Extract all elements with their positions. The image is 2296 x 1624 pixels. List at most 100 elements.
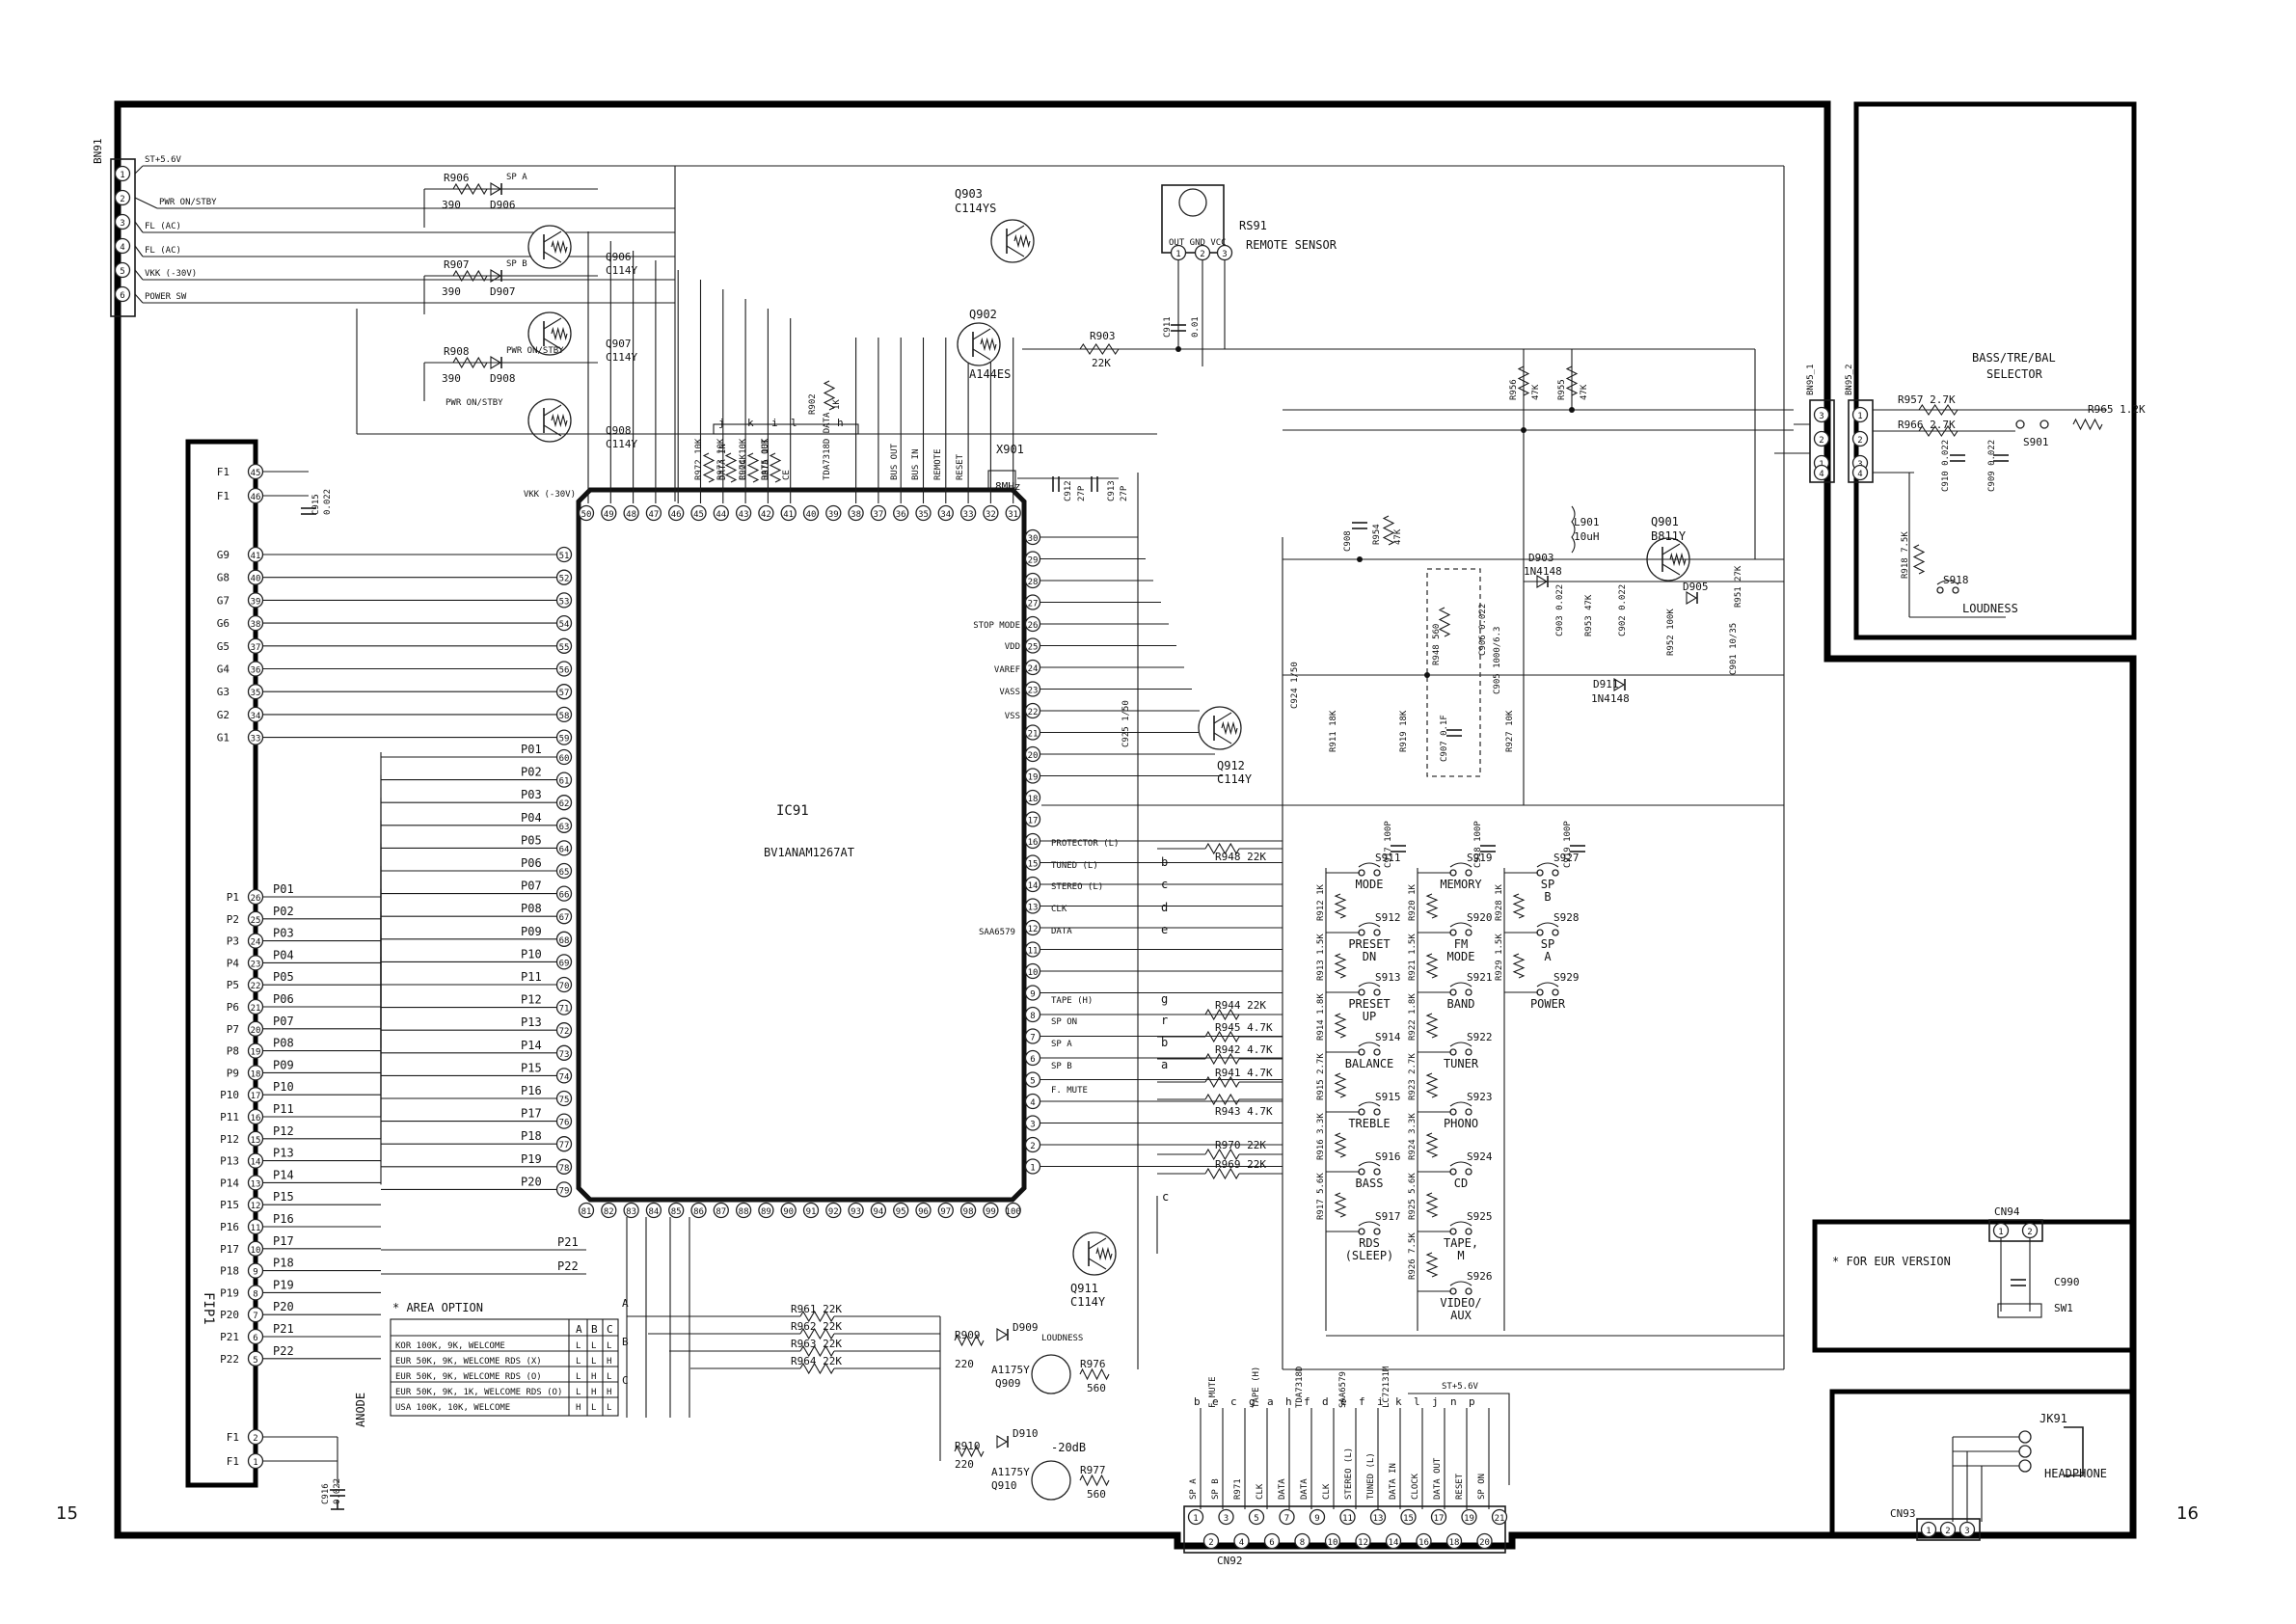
ic-top-pin <box>578 504 595 522</box>
fip-ic-label: P12 <box>521 993 542 1007</box>
resistor-symbol <box>769 452 782 483</box>
ic-right-pin <box>1024 572 1041 589</box>
fip-grid-label: G8 <box>217 572 230 584</box>
c912-label: C912 <box>1064 480 1073 501</box>
led-function-label: SP A <box>506 173 527 182</box>
fip-p-wire-label: P03 <box>273 927 294 940</box>
c907-label: C907 0.1F <box>1440 715 1449 762</box>
area-col-header: B <box>591 1323 598 1336</box>
fip-p-pin <box>247 1020 264 1037</box>
cn92-top-signal: TDA7318D <box>1295 1367 1305 1408</box>
switch-cap-label: C917 100P <box>1384 821 1393 868</box>
switch-S917 <box>1358 1221 1381 1227</box>
ic-bottom-pin <box>1005 1202 1021 1219</box>
pin-number: 20 <box>1028 751 1039 761</box>
d910-label: D910 <box>1013 1427 1039 1440</box>
r976-label: R976 <box>1080 1358 1106 1370</box>
cn92-bus-letter: k <box>1395 1395 1402 1408</box>
cn92-bus-letter: n <box>1450 1395 1457 1408</box>
q912-transistor <box>1213 712 1232 724</box>
area-row-value: L <box>591 1341 596 1351</box>
d910-diode <box>996 1435 1009 1448</box>
ic-top-pin <box>758 504 774 522</box>
switch-resistor-label: R926 7.5K <box>1408 1232 1418 1280</box>
r953-label: R953 47K <box>1584 594 1594 636</box>
bn91-net-label: VKK (-30V) <box>145 269 197 279</box>
fip-p-wire-label: P14 <box>273 1168 294 1181</box>
pin-number: 1 <box>1998 1228 2003 1237</box>
right-resistor-label: R943 4.7K <box>1215 1105 1273 1118</box>
fip-pin <box>247 487 264 504</box>
ic-bottom-pin <box>758 1202 774 1219</box>
junction-dot <box>1569 407 1575 413</box>
cn92-even-pin <box>1416 1532 1432 1550</box>
c903-label: C903 0.022 <box>1555 584 1565 636</box>
led-q-part: C114Y <box>606 351 637 364</box>
junction-dot <box>1521 427 1526 433</box>
ic-top-signal-label: DATA OUT <box>761 438 770 480</box>
ic-bottom-pin <box>848 1202 864 1219</box>
switch-resistor <box>1425 953 1439 979</box>
headphone-label: HEADPHONE <box>2044 1467 2107 1480</box>
fip-ic-label: P03 <box>521 788 542 801</box>
d909-diode <box>996 1328 1009 1341</box>
ic-bottom-pin <box>893 1202 909 1219</box>
s901-contact <box>2039 420 2049 429</box>
pin-number: 14 <box>1389 1538 1399 1548</box>
pin-number: 71 <box>559 1005 570 1015</box>
right-resistor <box>1204 1148 1240 1161</box>
c905-label: C905 1000/6.3 <box>1493 627 1502 694</box>
ic-bottom-pin <box>735 1202 752 1219</box>
switch-id: S929 <box>1553 971 1580 984</box>
area-row-label: KOR 100K, 9K, WELCOME <box>395 1341 505 1351</box>
ic-left-pin <box>555 1022 573 1039</box>
ic-left-pin <box>555 614 573 632</box>
switch-label: PRESET <box>1348 937 1390 951</box>
q903-transistor <box>1006 245 1025 257</box>
pin-number: 3 <box>1030 1121 1035 1130</box>
fip-pin-bottom <box>247 1428 264 1446</box>
pin-number: 13 <box>251 1179 261 1189</box>
pin-number: 8 <box>1030 1012 1035 1021</box>
led-driver-transistor <box>543 317 562 330</box>
switch-label: VIDEO/ <box>1440 1296 1481 1310</box>
fip-p-pin <box>247 1197 264 1213</box>
q902-transistor <box>972 328 991 340</box>
led-driver-transistor <box>543 251 562 263</box>
pin-number: 62 <box>559 799 570 809</box>
pin-number: 27 <box>1028 600 1039 609</box>
l901-label: L901 <box>1574 516 1600 528</box>
pin-number: 58 <box>559 712 570 721</box>
fip-ic-label: P09 <box>521 925 542 938</box>
pin-number: 15 <box>251 1136 261 1146</box>
c902-label: C902 0.022 <box>1618 584 1628 636</box>
ic-top-signal-label: TDA7318D DATA <box>823 412 832 480</box>
pin-number: 87 <box>716 1207 726 1217</box>
bn91-pin <box>114 165 131 182</box>
switch-S922 <box>1465 1048 1472 1056</box>
fip-grid-pin <box>247 661 264 677</box>
area-pin-letter: A <box>622 1297 629 1310</box>
switch-resistor <box>1334 893 1347 919</box>
pin-number: 98 <box>963 1207 974 1217</box>
r948-resistor <box>1438 607 1451 637</box>
bus-letter: c <box>1161 878 1168 891</box>
c925-label: C925 1/50 <box>1121 700 1131 747</box>
ic-left-pin <box>555 1181 573 1198</box>
ic-right-signal-label: DATA <box>1051 927 1072 936</box>
ic-top-pin <box>802 504 820 522</box>
pin-number: 12 <box>1028 925 1039 934</box>
area-row-value: H <box>607 1357 611 1367</box>
pin-number: 59 <box>559 735 570 744</box>
pin-number: 64 <box>559 845 570 854</box>
sensor-pin <box>1170 244 1187 261</box>
page-number-right: 16 <box>2176 1503 2199 1524</box>
pin-number: 46 <box>251 493 261 502</box>
bus-letter: l <box>791 417 797 429</box>
r-bank-label: R975 10K <box>761 438 770 480</box>
switch-id: S922 <box>1467 1031 1493 1043</box>
switch-S920 <box>1449 922 1472 928</box>
bn91-stub <box>134 245 144 257</box>
bn91-pin <box>114 261 131 279</box>
pin-number: 34 <box>940 510 951 520</box>
